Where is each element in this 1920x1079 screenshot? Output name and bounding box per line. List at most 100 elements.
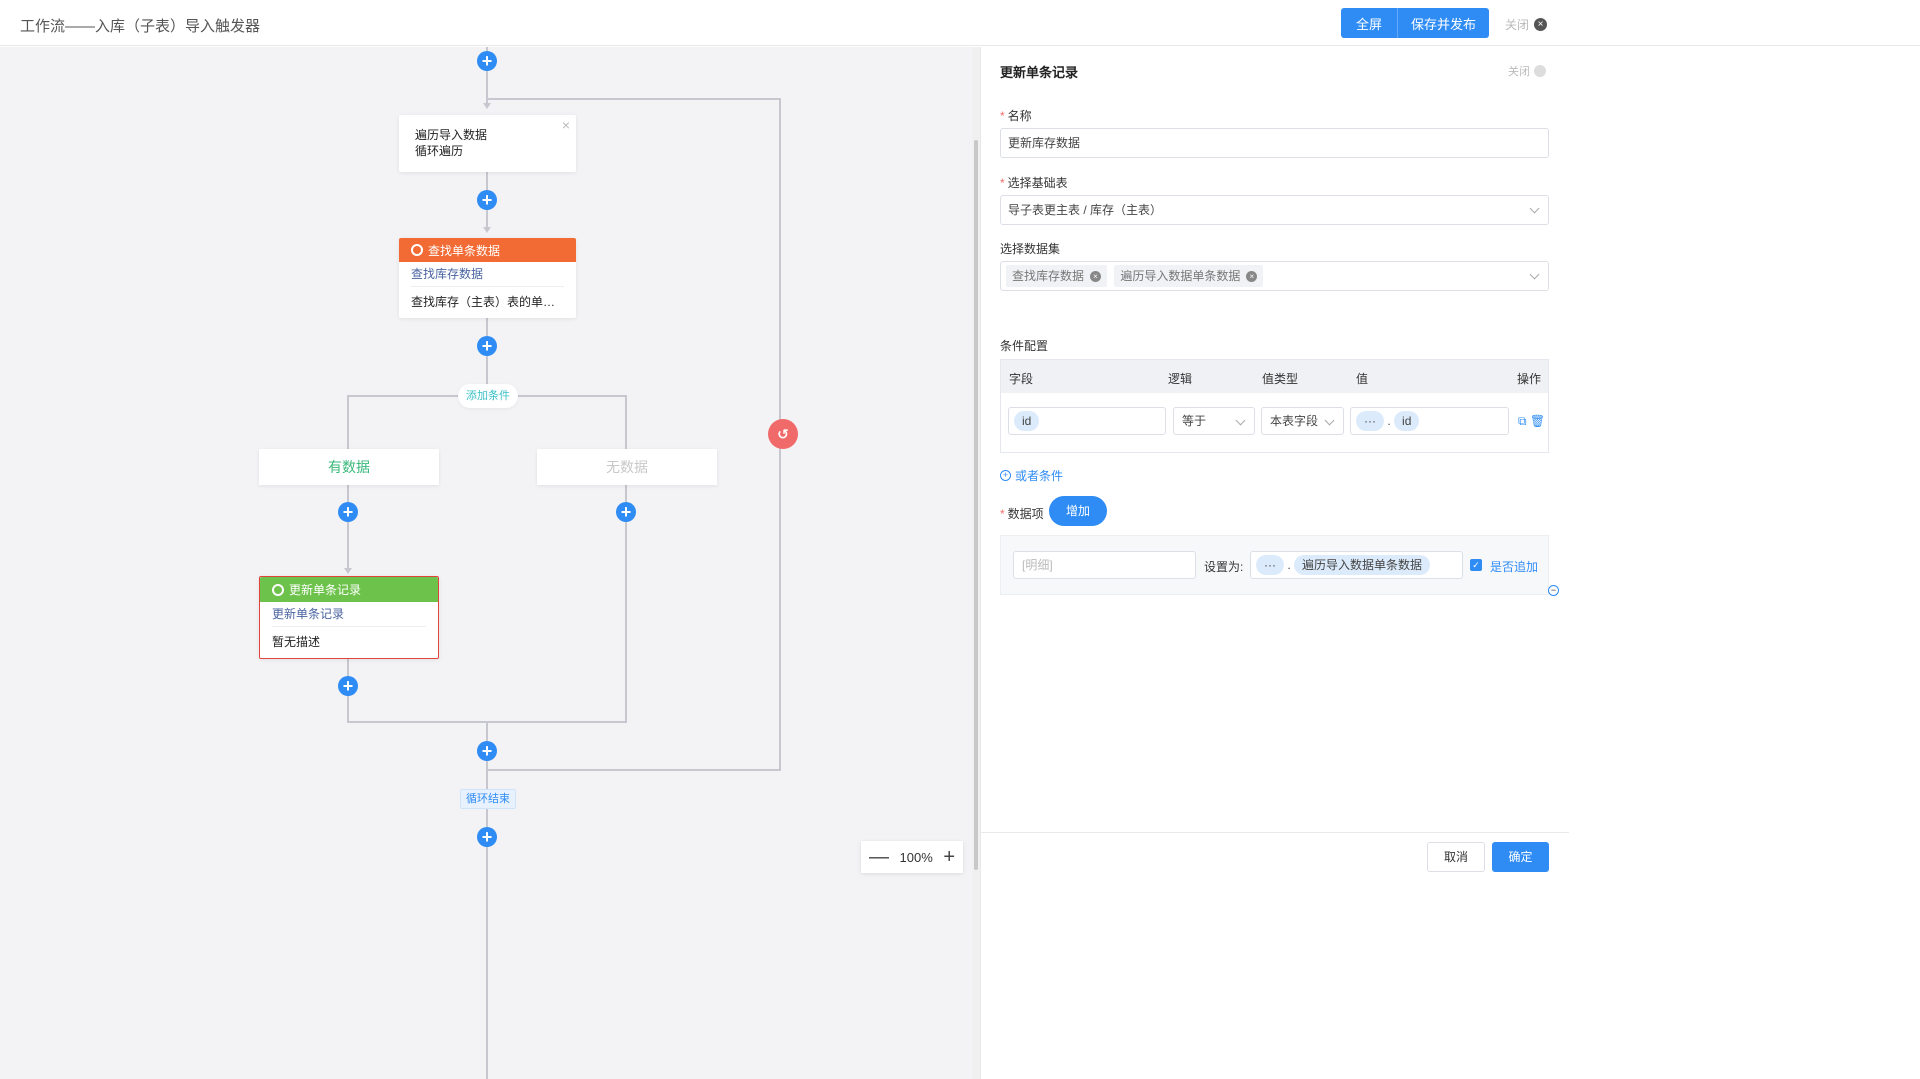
header-value-type: 值类型	[1262, 372, 1299, 386]
add-node-button[interactable]: +	[477, 741, 497, 761]
zoom-control: — 100% +	[861, 841, 963, 873]
condition-logic-select[interactable]: 等于	[1173, 407, 1255, 435]
loop-node[interactable]: × 遍历导入数据 循环遍历	[399, 115, 576, 172]
update-single-node[interactable]: 更新单条记录 更新单条记录 暂无描述	[259, 576, 439, 659]
condition-value-input[interactable]: ··· . id	[1350, 407, 1509, 435]
branch-has-data[interactable]: 有数据	[259, 449, 439, 485]
save-publish-button[interactable]: 保存并发布	[1397, 8, 1489, 38]
loop-end-label: 循环结束	[460, 789, 516, 809]
workflow-canvas[interactable]: + + + + + + + + ↺	[0, 47, 972, 1079]
find-node-title: 查找单条数据	[428, 243, 501, 258]
add-node-button[interactable]: +	[477, 51, 497, 71]
condition-actions: ⧉ 🗑	[1518, 414, 1545, 429]
chevron-down-icon	[1235, 415, 1246, 426]
chevron-down-icon	[1529, 203, 1540, 214]
panel-footer-divider	[981, 832, 1569, 833]
data-item-field-input[interactable]: [明细]	[1013, 551, 1196, 579]
copy-icon[interactable]: ⧉	[1518, 414, 1527, 428]
panel-close-label: 关闭	[1508, 66, 1530, 78]
find-node-description: 查找库存（主表）表的单条...	[411, 295, 566, 309]
update-node-subtitle: 更新单条记录	[272, 602, 426, 627]
arrow-icon	[483, 103, 491, 109]
name-input[interactable]: 更新库存数据	[1000, 128, 1549, 158]
branch-connector	[347, 395, 349, 450]
value-source-pill: ···	[1356, 411, 1384, 431]
connector	[625, 485, 627, 723]
find-single-node[interactable]: 查找单条数据 查找库存数据 查找库存（主表）表的单条...	[399, 238, 576, 318]
header-logic: 逻辑	[1168, 372, 1193, 386]
condition-table-header: 字段 逻辑 值类型 值 操作	[1001, 360, 1548, 393]
header-action: 操作	[1517, 372, 1542, 386]
find-node-header: 查找单条数据	[399, 238, 576, 262]
branch-connector	[625, 395, 627, 450]
connector	[486, 47, 488, 107]
header-value: 值	[1356, 372, 1369, 386]
add-node-button[interactable]: +	[338, 676, 358, 696]
add-node-button[interactable]: +	[477, 190, 497, 210]
fullscreen-button[interactable]: 全屏	[1341, 8, 1397, 38]
add-node-button[interactable]: +	[616, 502, 636, 522]
update-node-description: 暂无描述	[272, 635, 321, 649]
page-title: 工作流——入库（子表）导入触发器	[20, 18, 261, 35]
base-table-value: 导子表更主表 / 库存（主表）	[1008, 203, 1163, 217]
remove-tag-icon[interactable]: ×	[1090, 270, 1102, 282]
value-field-pill: 遍历导入数据单条数据	[1294, 555, 1431, 575]
remove-item-icon[interactable]: −	[1548, 585, 1559, 596]
close-button[interactable]: 关闭 ×	[1505, 16, 1548, 33]
zoom-level: 100%	[899, 849, 933, 865]
zoom-in-button[interactable]: +	[943, 846, 955, 868]
loop-node-subtitle: 循环遍历	[415, 144, 464, 158]
data-item-row: [明细] 设置为: ··· . 遍历导入数据单条数据 ✓ 是否追加	[1000, 535, 1549, 595]
arrow-icon	[483, 227, 491, 233]
refresh-icon	[272, 583, 284, 596]
append-checkbox[interactable]: ✓	[1470, 559, 1482, 571]
panel-close-button[interactable]: 关闭	[1508, 63, 1546, 79]
condition-value-type-select[interactable]: 本表字段	[1261, 407, 1344, 435]
update-node-header: 更新单条记录	[260, 577, 438, 602]
confirm-button[interactable]: 确定	[1492, 842, 1549, 872]
delete-node-icon[interactable]: ×	[561, 117, 570, 133]
add-condition-button[interactable]: 添加条件	[458, 384, 518, 408]
search-icon	[411, 244, 423, 256]
cancel-button[interactable]: 取消	[1427, 842, 1485, 872]
properties-panel: 更新单条记录 关闭 *名称 更新库存数据 *选择基础表 导子表更主表 / 库存（…	[980, 47, 1569, 1079]
dataset-tag: 查找库存数据×	[1006, 265, 1108, 287]
close-icon	[1534, 65, 1546, 77]
append-label: 是否追加	[1490, 560, 1539, 574]
loop-back-icon[interactable]: ↺	[768, 419, 798, 449]
remove-tag-icon[interactable]: ×	[1246, 270, 1258, 282]
loop-node-title: 遍历导入数据	[415, 128, 488, 142]
delete-icon[interactable]: 🗑	[1529, 414, 1546, 428]
value-source-pill: ···	[1256, 555, 1284, 575]
add-node-button[interactable]: +	[477, 336, 497, 356]
find-node-subtitle: 查找库存数据	[411, 262, 564, 287]
update-node-title: 更新单条记录	[289, 583, 362, 597]
data-item-value-input[interactable]: ··· . 遍历导入数据单条数据	[1250, 551, 1463, 579]
add-node-button[interactable]: +	[477, 827, 497, 847]
branch-no-data[interactable]: 无数据	[537, 449, 717, 485]
plus-circle-icon: +	[1000, 470, 1011, 481]
logic-value: 等于	[1182, 414, 1207, 428]
field-pill: id	[1014, 411, 1040, 431]
add-data-item-button[interactable]: 增加	[1049, 496, 1107, 526]
base-table-select[interactable]: 导子表更主表 / 库存（主表）	[1000, 195, 1549, 225]
or-condition-button[interactable]: + 或者条件	[1000, 467, 1063, 484]
scrollbar-thumb[interactable]	[974, 140, 978, 870]
close-label: 关闭	[1505, 18, 1530, 32]
close-icon: ×	[1534, 18, 1548, 31]
zoom-out-button[interactable]: —	[869, 846, 889, 868]
data-items-label: *数据项	[1000, 507, 1044, 521]
condition-field-select[interactable]: id	[1008, 407, 1166, 435]
connector	[486, 318, 488, 398]
chevron-down-icon	[1529, 269, 1540, 280]
connector	[486, 721, 488, 1079]
add-node-button[interactable]: +	[338, 502, 358, 522]
value-field-pill: id	[1394, 411, 1420, 431]
header-field: 字段	[1009, 372, 1034, 386]
value-separator: .	[1387, 414, 1391, 428]
chevron-down-icon	[1324, 415, 1335, 426]
condition-table: 字段 逻辑 值类型 值 操作 id 等于 本表字段 ··· . id	[1000, 359, 1549, 453]
set-as-label: 设置为:	[1204, 560, 1244, 574]
dataset-select[interactable]: 查找库存数据× 遍历导入数据单条数据×	[1000, 261, 1549, 291]
dataset-tag: 遍历导入数据单条数据×	[1114, 265, 1264, 287]
